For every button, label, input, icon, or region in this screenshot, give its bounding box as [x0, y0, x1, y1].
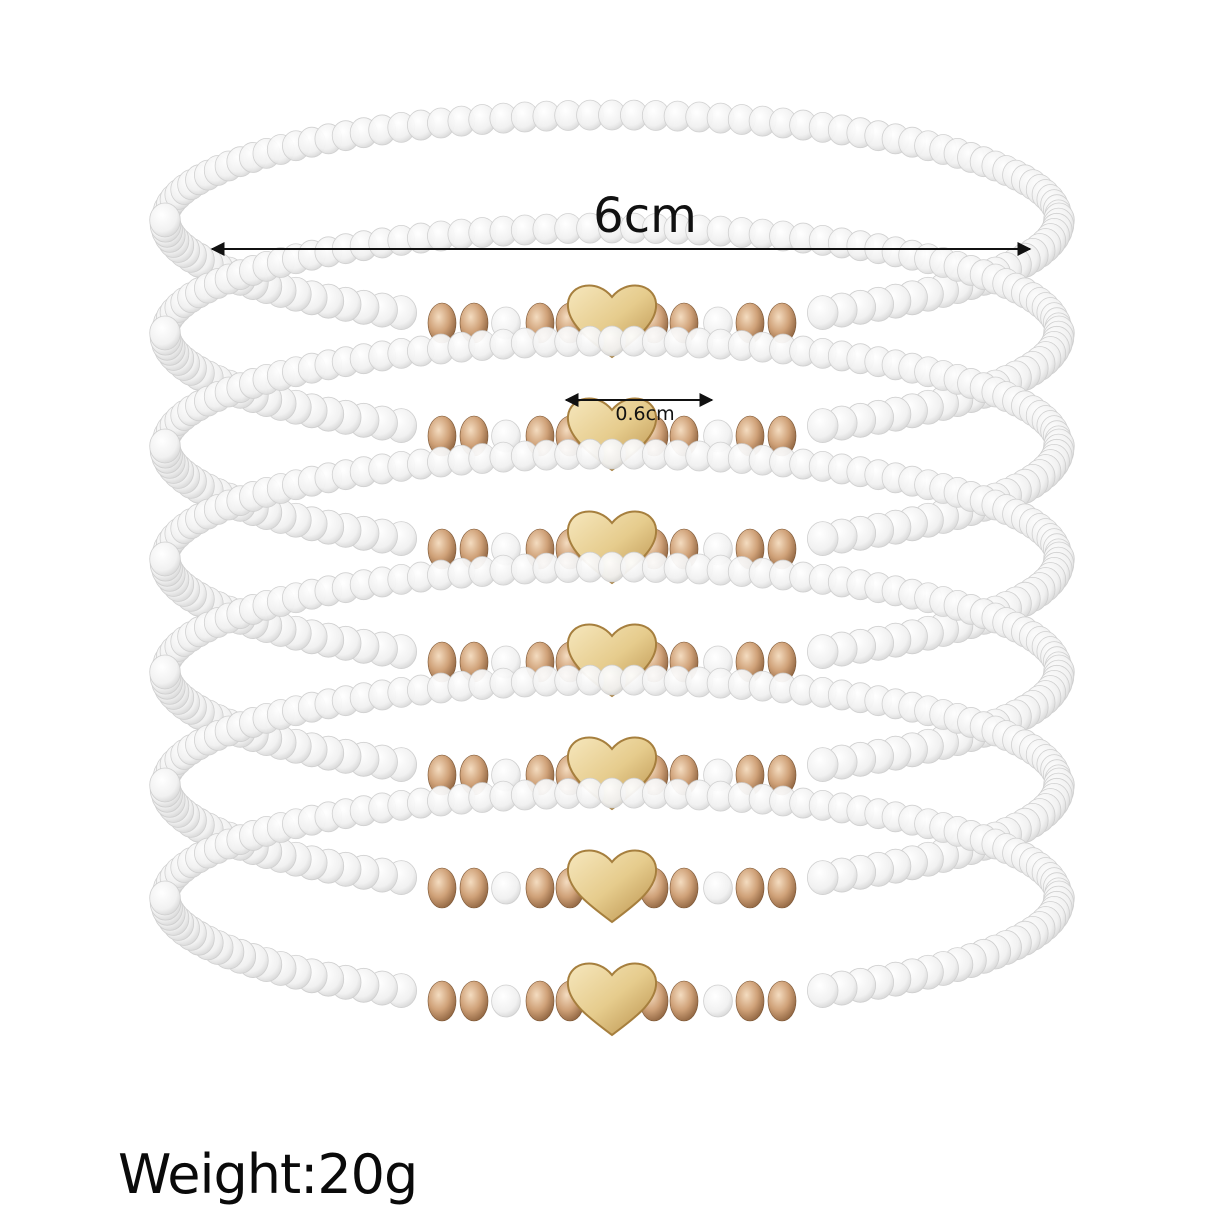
bracelet — [149, 99, 1075, 359]
bracelet — [149, 777, 1075, 1037]
heart-charm — [566, 849, 658, 924]
charm-size-label: 0.6cm — [615, 403, 675, 425]
heart-charm — [566, 962, 658, 1037]
diameter-label: 6cm — [593, 188, 697, 244]
weight-label: Weight:20g — [118, 1143, 418, 1206]
